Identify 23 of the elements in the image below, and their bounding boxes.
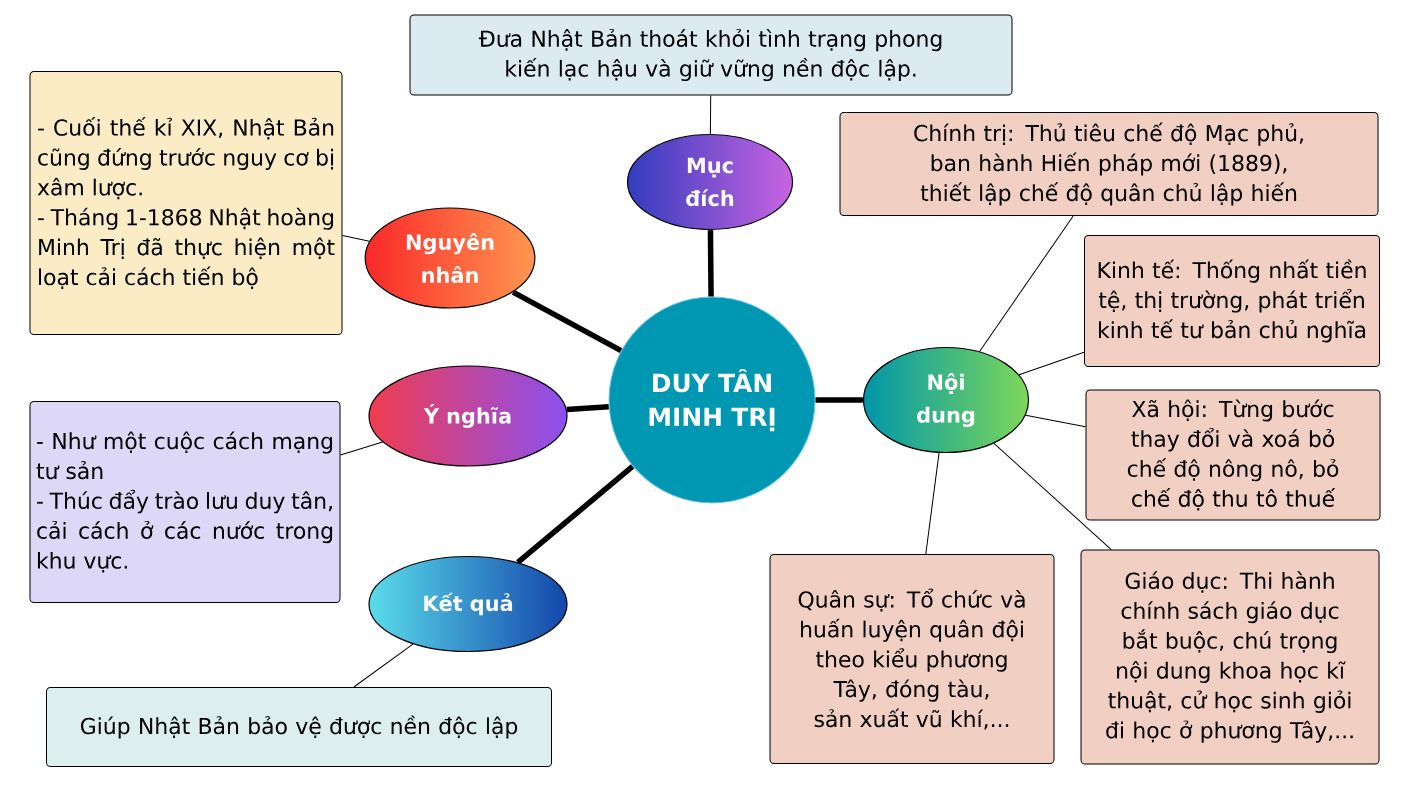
connector-line <box>566 404 609 413</box>
content-box: Kinh tế: Thống nhất tiền tệ, thị trường, phát triển kinh tế tư bản chủ nghĩa <box>1084 235 1380 367</box>
content-box: Giúp Nhật Bản bảo vệ được nền độc lập <box>46 687 552 767</box>
connector-line <box>1025 414 1086 428</box>
connector-line <box>511 289 623 354</box>
connector-line <box>925 452 940 555</box>
connector-line <box>709 95 712 135</box>
connector-line <box>979 215 1074 352</box>
connector-line <box>993 442 1112 550</box>
connector-line <box>815 397 863 403</box>
content-box: Giáo dục: Thi hành chính sách giáo dục bắt buộc, chú trọng nội dung khoa học kĩ thuật, cử học sinh giỏi đi học ở phương Tây,... <box>1080 549 1380 765</box>
connector-line <box>1018 351 1085 376</box>
connector-line <box>516 464 635 565</box>
content-box: - Cuối thế kỉ XIX, Nhật Bản cũng đứng trước nguy cơ bị xâm lược. - Tháng 1-1868 Nhật hoàng Minh Trị đã thực hiện một loạt cải cách tiến bộ <box>29 71 343 335</box>
content-box: Chính trị: Thủ tiêu chế độ Mạc phủ, ban hành Hiến pháp mới (1889), thiết lập chế độ quân chủ lập hiến <box>839 112 1379 216</box>
connector-line <box>707 230 714 297</box>
content-box: Quân sự: Tổ chức và huấn luyện quân đội theo kiểu phương Tây, đóng tàu, sản xuất vũ khí,... <box>769 554 1055 764</box>
content-box: Xã hội: Từng bước thay đổi và xoá bỏ chế độ nông nô, bỏ chế độ thu tô thuế <box>1085 389 1381 521</box>
content-box: Đưa Nhật Bản thoát khỏi tình trạng phong kiến lạc hậu và giữ vững nền độc lập. <box>409 14 1013 96</box>
connector-line <box>342 235 370 242</box>
connector-line <box>340 441 384 456</box>
connector-line <box>353 643 414 688</box>
content-box: - Như một cuộc cách mạng tư sản - Thúc đẩy trào lưu duy tân, cải cách ở các nước trong khu vực. <box>29 401 341 603</box>
